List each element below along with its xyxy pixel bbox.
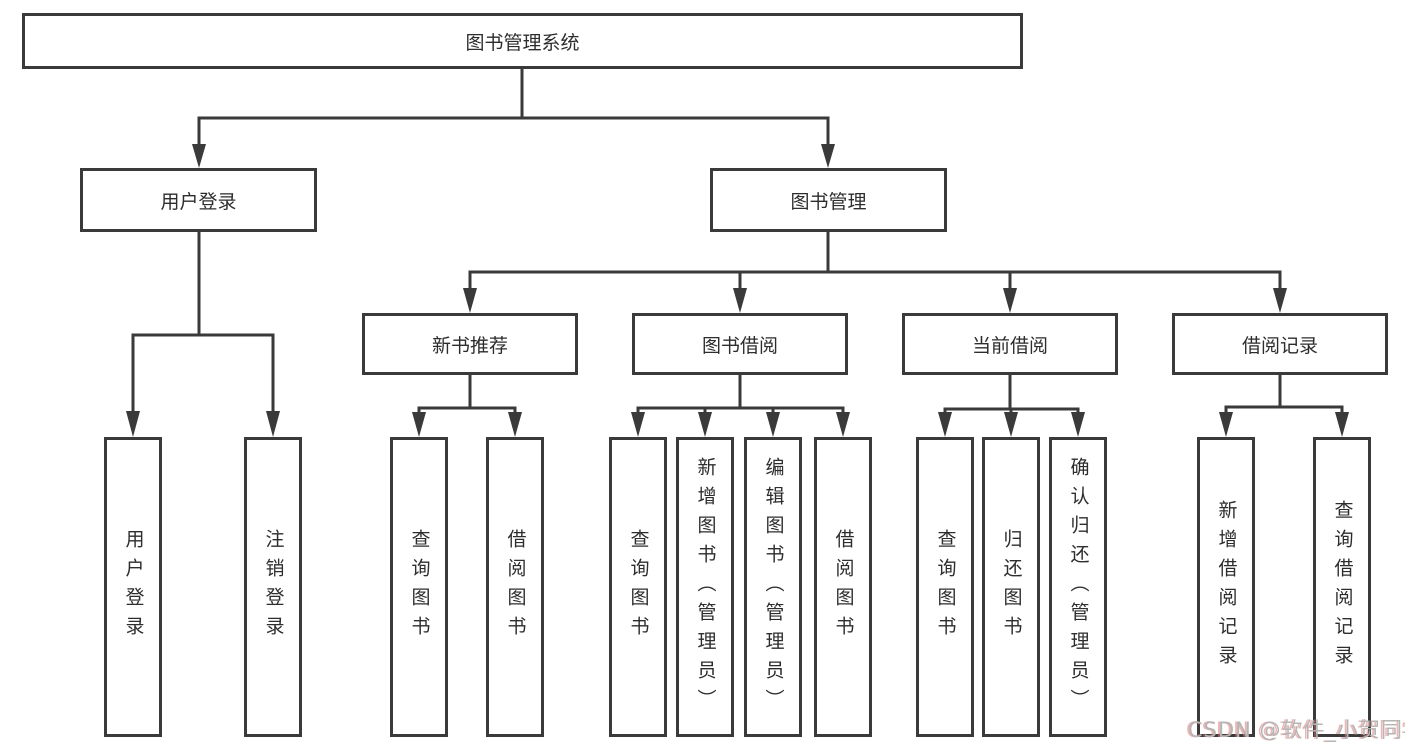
leaf-label: 借阅图书 bbox=[504, 529, 527, 645]
node-label: 当前借阅 bbox=[971, 334, 1048, 357]
leaf-borrow-books-recommend: 借阅图书 bbox=[486, 437, 544, 737]
leaf-label: 注销登录 bbox=[262, 529, 285, 645]
node-label: 图书借阅 bbox=[701, 334, 778, 357]
leaf-label: 新增借阅记录 bbox=[1215, 500, 1238, 674]
leaf-label: 查询图书 bbox=[934, 529, 957, 645]
leaf-label: 用户登录 bbox=[122, 529, 145, 645]
node-label: 新书推荐 bbox=[431, 334, 508, 357]
leaf-query-books-current: 查询图书 bbox=[916, 437, 974, 737]
csdn-watermark: CSDN @软件_小贺同学 bbox=[1188, 718, 1405, 742]
node-current-borrowing: 当前借阅 bbox=[902, 313, 1118, 375]
connector-new-book-children bbox=[412, 375, 522, 437]
node-book-management: 图书管理 bbox=[710, 168, 947, 232]
connector-current-borrow-children bbox=[938, 375, 1085, 437]
leaf-query-borrow-record: 查询借阅记录 bbox=[1313, 437, 1371, 737]
leaf-label: 查询借阅记录 bbox=[1331, 500, 1354, 674]
leaf-logout: 注销登录 bbox=[244, 437, 302, 737]
node-borrowing-records: 借阅记录 bbox=[1172, 313, 1388, 375]
leaf-add-book-admin: 新增图书（管理员） bbox=[676, 437, 734, 737]
connector-book-borrow-children bbox=[631, 375, 850, 437]
connector-root-to-level2 bbox=[192, 69, 835, 168]
node-new-book-recommendation: 新书推荐 bbox=[362, 313, 578, 375]
leaf-label: 借阅图书 bbox=[832, 529, 855, 645]
leaf-edit-book-admin: 编辑图书（管理员） bbox=[744, 437, 802, 737]
leaf-query-books-recommend: 查询图书 bbox=[390, 437, 448, 737]
leaf-borrow-books-borrow: 借阅图书 bbox=[814, 437, 872, 737]
leaf-confirm-return-admin: 确认归还（管理员） bbox=[1049, 437, 1107, 737]
leaf-query-books-borrow: 查询图书 bbox=[609, 437, 667, 737]
leaf-add-borrow-record: 新增借阅记录 bbox=[1197, 437, 1255, 737]
node-label: 图书管理系统 bbox=[465, 31, 580, 54]
node-label: 用户登录 bbox=[160, 190, 237, 213]
connector-book-management-to-level3 bbox=[463, 232, 1287, 313]
leaf-label: 归还图书 bbox=[1000, 529, 1023, 645]
leaf-label: 新增图书（管理员） bbox=[694, 456, 717, 718]
leaf-label: 查询图书 bbox=[408, 529, 431, 645]
node-label: 借阅记录 bbox=[1241, 334, 1318, 357]
leaf-return-books: 归还图书 bbox=[982, 437, 1040, 737]
connector-user-login-children bbox=[126, 232, 280, 437]
node-label: 图书管理 bbox=[790, 190, 867, 213]
leaf-user-login: 用户登录 bbox=[104, 437, 162, 737]
leaf-label: 查询图书 bbox=[627, 529, 650, 645]
node-book-borrowing: 图书借阅 bbox=[632, 313, 848, 375]
connector-borrow-record-children bbox=[1219, 375, 1349, 437]
leaf-label: 编辑图书（管理员） bbox=[762, 456, 785, 718]
node-user-login: 用户登录 bbox=[80, 168, 317, 232]
leaf-label: 确认归还（管理员） bbox=[1067, 456, 1090, 718]
node-library-management-system: 图书管理系统 bbox=[22, 13, 1023, 69]
